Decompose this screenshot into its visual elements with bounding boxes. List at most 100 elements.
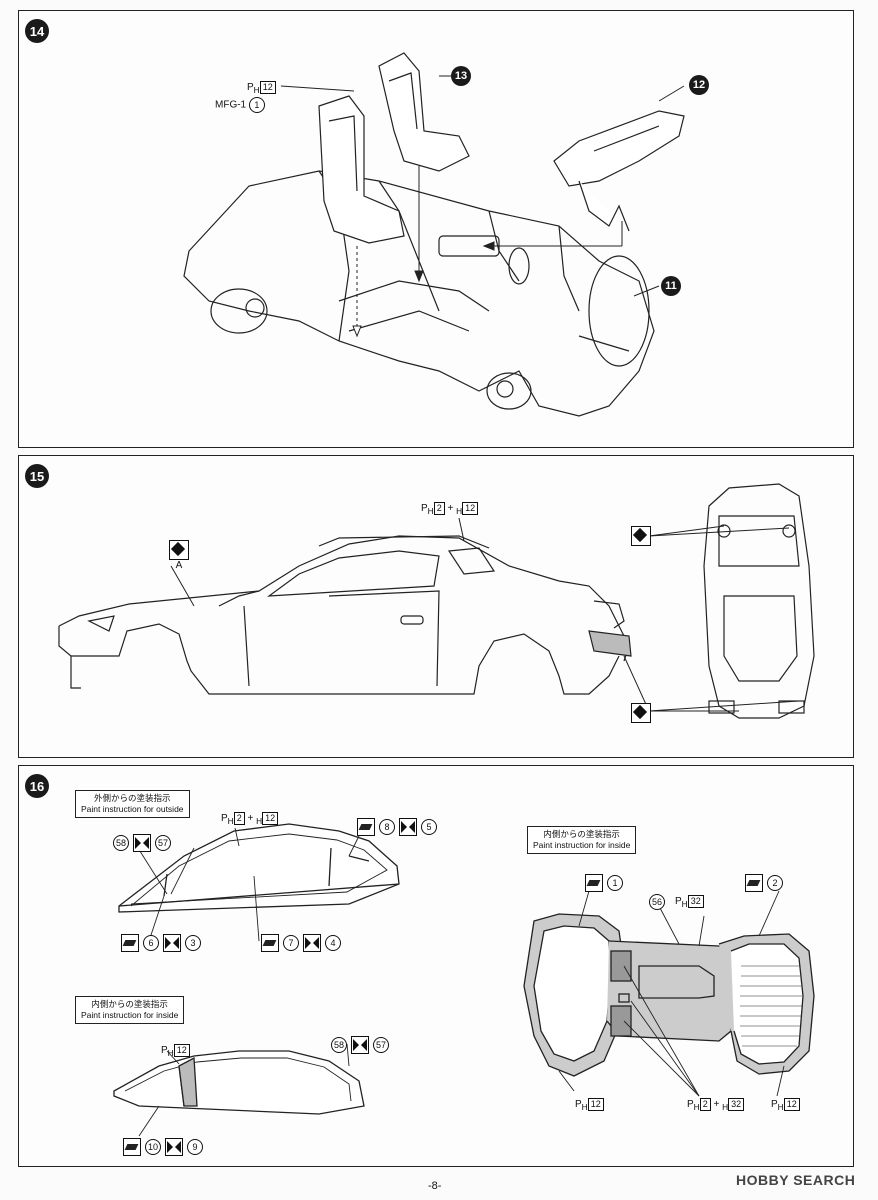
paint-code-box: 12 (173, 1044, 190, 1057)
part-number: 8 (379, 819, 395, 835)
step-16-panel: 16 外側からの塗装指示 Paint instruction for outsi… (18, 765, 854, 1167)
outside-paint-note: 外側からの塗装指示 Paint instruction for outside (75, 790, 190, 818)
paint-code-box: 12 (259, 81, 276, 94)
step-number: 16 (29, 778, 45, 794)
paint-icon (121, 934, 139, 952)
watermark-logo: HOBBY SEARCH (736, 1172, 856, 1188)
paint-icon (357, 818, 375, 836)
part-number: 5 (421, 819, 437, 835)
inside-paint-note-small: 内側からの塗装指示 Paint instruction for inside (75, 996, 185, 1024)
step-number: 14 (29, 23, 45, 39)
step-16-illustration (113, 823, 815, 1137)
callout-12-text: 12 (692, 79, 706, 91)
callout-13: 13 (451, 66, 471, 86)
outside-bottom-mid-paint: 7 4 (261, 934, 341, 952)
paint-icon (261, 934, 279, 952)
paint-code-box: 12 (783, 1098, 800, 1111)
paint-icon (745, 874, 763, 892)
h-prefix: H (722, 1102, 729, 1113)
plus-sign: + (713, 1099, 720, 1111)
decal-number: 58 (113, 835, 129, 851)
note-en: Paint instruction for outside (81, 804, 184, 814)
paint-icon (585, 874, 603, 892)
part-number: 2 (767, 875, 783, 891)
outside-right-paint: 8 5 (357, 818, 437, 836)
paint-code-box-a: 2 (233, 812, 245, 825)
decal-icon (399, 818, 417, 836)
decal-number: 56 (649, 894, 665, 910)
inside-paint-note-large: 内側からの塗装指示 Paint instruction for inside (527, 826, 637, 854)
glue-icon (631, 703, 651, 723)
glue-icon (631, 526, 651, 546)
decal-icon (165, 1138, 183, 1156)
outside-left-decal: 58 57 (113, 834, 171, 852)
note-jp: 内側からの塗装指示 (91, 999, 168, 1009)
decal-icon (351, 1036, 369, 1054)
callout-11: 11 (661, 276, 681, 296)
decal-icon (133, 834, 151, 852)
part-number: 1 (607, 875, 623, 891)
callout-12: 12 (689, 75, 709, 95)
paint-code-prefix: PH (221, 813, 234, 827)
h-prefix: H (456, 506, 463, 517)
paint-code-box-b: 12 (262, 812, 279, 825)
decal-icon (163, 934, 181, 952)
paint-code-box: 32 (687, 894, 704, 908)
part-number: 3 (185, 935, 201, 951)
paint-code-box-b: 32 (728, 1098, 745, 1111)
step-number: 15 (29, 468, 45, 484)
page-number: -8- (428, 1180, 442, 1192)
note-en: Paint instruction for inside (81, 1010, 179, 1020)
inside-small-right-decal: 58 57 (331, 1036, 389, 1054)
outside-bottom-left-paint: 6 3 (121, 934, 201, 952)
step-15-illustration (58, 483, 815, 719)
glue-marker: A (169, 540, 189, 571)
step-number-badge: 15 (25, 464, 49, 488)
part-number: 7 (283, 935, 299, 951)
paint-code-prefix: PH (687, 1099, 700, 1113)
h-prefix: H (256, 816, 263, 827)
inside-large-left-paint: 1 (585, 874, 623, 892)
decal-number: 57 (373, 1037, 389, 1053)
decal-icon (303, 934, 321, 952)
seat-part-circle: 1 (248, 97, 265, 113)
step-number-badge: 14 (25, 19, 49, 43)
decal-number: 58 (331, 1037, 347, 1053)
paint-code-prefix: PH (771, 1099, 784, 1113)
note-jp: 外側からの塗装指示 (94, 793, 171, 803)
inside-large-right-paint: 2 (745, 874, 783, 892)
paint-code-prefix: PH (161, 1045, 174, 1059)
note-en: Paint instruction for inside (533, 840, 631, 850)
paint-code-prefix: PH (247, 82, 260, 96)
callout-11-text: 11 (665, 280, 677, 292)
paint-code-box: 12 (587, 1098, 604, 1111)
note-jp: 内側からの塗装指示 (543, 829, 620, 839)
step-14-illustration (183, 52, 685, 417)
seat-part-name: MFG-1 (215, 99, 247, 111)
part-number: 4 (325, 935, 341, 951)
paint-code-box-a: 2 (699, 1098, 711, 1111)
callout-13-text: 13 (454, 70, 468, 82)
paint-icon (123, 1138, 141, 1156)
step-number-badge: 16 (25, 774, 49, 798)
inside-small-bottom-paint: 10 9 (123, 1138, 203, 1156)
paint-code-prefix: PH (675, 896, 688, 910)
paint-code-box-a: 2 (433, 502, 445, 515)
paint-code-prefix: PH (575, 1099, 588, 1113)
paint-code-prefix: PH (421, 503, 434, 517)
plus-sign: + (447, 503, 454, 515)
part-number: 10 (145, 1139, 161, 1155)
decal-number: 57 (155, 835, 171, 851)
part-number: 9 (187, 1139, 203, 1155)
seat-part-label: MFG-1 1 (215, 97, 265, 113)
